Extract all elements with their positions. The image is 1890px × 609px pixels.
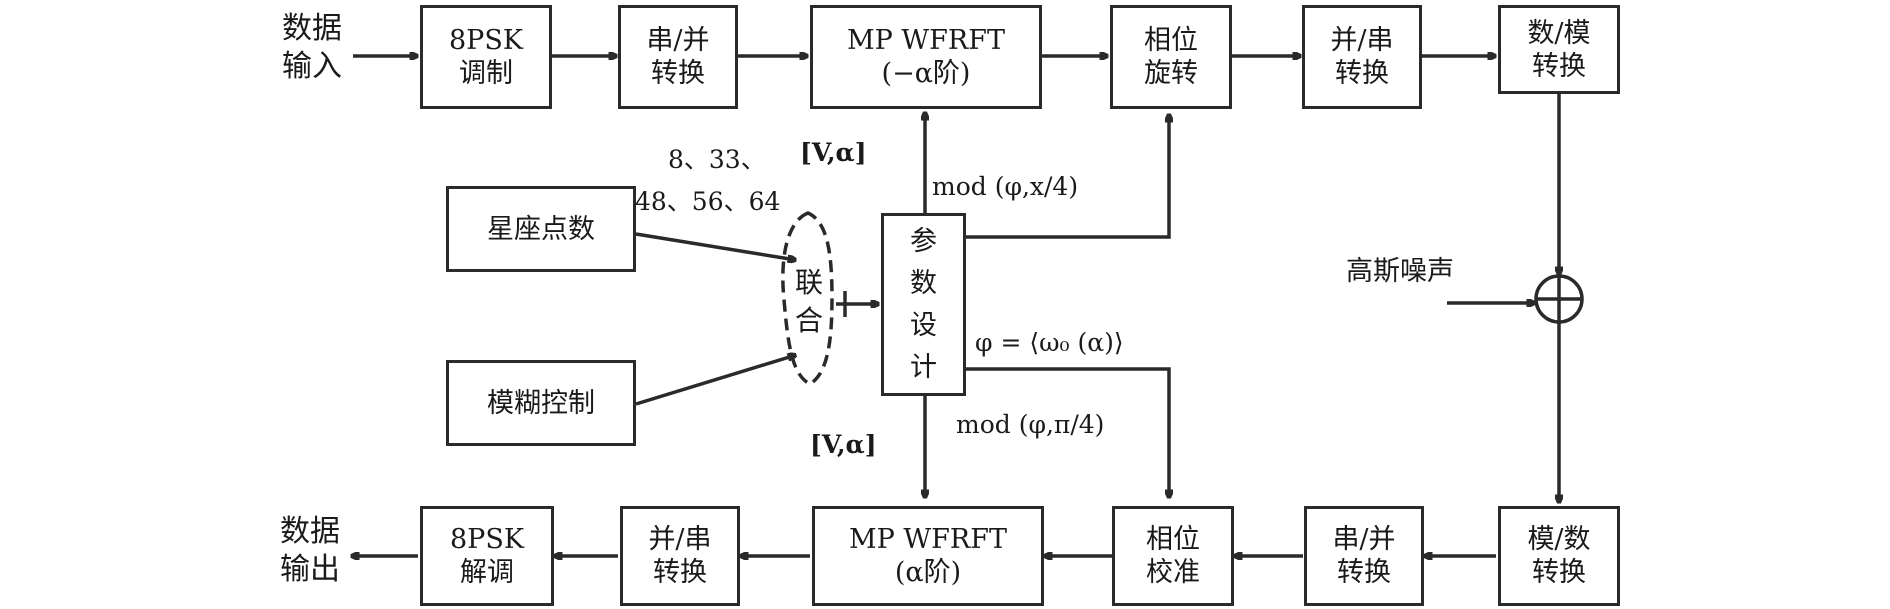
phase-alignment-block: 相位校准 [1112, 506, 1234, 606]
phi-omega-label: φ = ⟨ω₀ (α)⟩ [975, 328, 1124, 357]
arrow-ambiguity-to-joint [635, 355, 796, 406]
data-input-label: 数据输入 [282, 11, 342, 84]
mp-wfrft-rx-block: MP WFRFT(α阶) [812, 506, 1044, 606]
parallel-to-serial-tx-block: 并/串转换 [1302, 5, 1422, 109]
parameter-design-block: 参数 设计 [881, 213, 966, 396]
mod-pi4-label: mod (φ,π/4) [956, 410, 1105, 439]
digital-to-analog-block: 数/模转换 [1498, 5, 1620, 94]
arrow-param-to-rotate [966, 114, 1169, 239]
constellation-values-line2: 48、56、64 [635, 187, 781, 216]
ambiguity-control-block: 模糊控制 [446, 360, 636, 446]
v-alpha-bottom-label: [V,α] [810, 430, 877, 459]
phase-rotation-block: 相位旋转 [1110, 5, 1232, 109]
arrow-constellation-to-joint [635, 232, 796, 260]
joint-dashed-outline [781, 211, 834, 387]
gaussian-noise-label: 高斯噪声 [1346, 256, 1454, 287]
analog-to-digital-block: 模/数转换 [1498, 506, 1620, 606]
serial-to-parallel-rx-block: 串/并转换 [1304, 506, 1424, 606]
joint-label: 联合 [792, 264, 826, 340]
v-alpha-top-label: [V,α] [800, 138, 867, 167]
data-output-label: 数据输出 [280, 514, 340, 587]
constellation-values-line1: 8、33、 [668, 145, 766, 174]
mod-x4-label: mod (φ,x/4) [932, 172, 1079, 201]
constellation-points-block: 星座点数 [446, 186, 636, 272]
parallel-to-serial-rx-block: 并/串转换 [620, 506, 740, 606]
mp-wfrft-tx-block: MP WFRFT(−α阶) [810, 5, 1042, 109]
serial-to-parallel-tx-block: 串/并转换 [618, 5, 738, 109]
arrow-param-to-align [966, 367, 1169, 498]
